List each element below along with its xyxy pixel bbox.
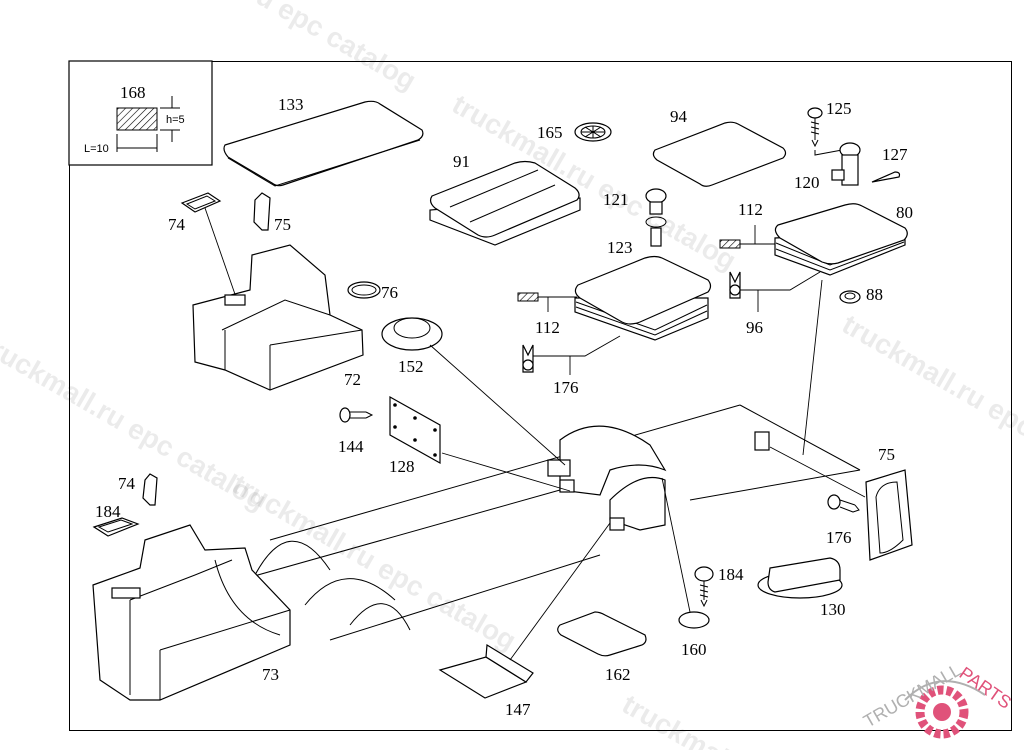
part-label: 147 — [505, 700, 531, 719]
watermark: truckmall — [617, 688, 740, 750]
part-75-upper: 75 — [253, 192, 291, 234]
part-label: 112 — [738, 200, 763, 219]
part-127: 127 — [871, 145, 908, 183]
cab-floor-frame — [239, 404, 861, 641]
screw-icon — [339, 407, 351, 423]
screw-icon — [694, 566, 714, 582]
watermark: truckmall.ru epc catalog — [837, 308, 1024, 496]
part-112-right: 112 — [719, 200, 778, 249]
part-88: 123 — [574, 238, 712, 341]
part-133: 133 — [223, 95, 424, 187]
part-125: 125 — [807, 99, 852, 148]
part-label: 152 — [398, 357, 424, 376]
part-label: 121 — [603, 190, 629, 209]
part-label: 144 — [338, 437, 364, 456]
part-91: 91 — [429, 152, 581, 246]
part-label: 75 — [274, 215, 291, 234]
part-147: 147 — [438, 522, 611, 719]
part-label: 112 — [535, 318, 560, 337]
part-128: 75 — [769, 445, 913, 561]
part-label: 75 — [878, 445, 895, 464]
part-162: 162 — [557, 611, 647, 684]
foam-strip-icon — [517, 292, 539, 302]
part-152: 152 — [381, 317, 566, 466]
part-label: 130 — [820, 600, 846, 619]
part-144: 128 — [389, 395, 571, 492]
part-176-upper: 144 — [338, 407, 374, 456]
part-label: 76 — [381, 283, 398, 302]
part-label: 73 — [262, 665, 279, 684]
legend-height: h=5 — [166, 114, 185, 126]
part-label: 165 — [537, 123, 563, 142]
part-label: 184 — [95, 502, 121, 521]
part-label: 162 — [605, 665, 631, 684]
part-label: 72 — [344, 370, 361, 389]
part-label: 128 — [389, 457, 415, 476]
legend-box: 168 h=5 L=10 — [68, 60, 213, 166]
part-73: 73 — [92, 524, 291, 701]
part-label: 96 — [746, 318, 763, 337]
part-label: 133 — [278, 95, 304, 114]
part-label: 123 — [607, 238, 633, 257]
gear-icon — [915, 685, 969, 739]
foam-strip-icon — [719, 239, 741, 249]
part-label: 127 — [882, 145, 908, 164]
part-72: 72 — [192, 244, 364, 391]
part-label: 125 — [826, 99, 852, 118]
part-label: 160 — [681, 640, 707, 659]
part-112-left: 112 — [517, 292, 577, 337]
part-104: 176 — [522, 335, 621, 397]
screw-icon — [827, 494, 841, 510]
diagram-frame — [69, 61, 1012, 731]
part-130: 130 — [757, 557, 846, 619]
legend-part-number: 168 — [120, 83, 146, 102]
part-74-upper: 74 — [168, 192, 238, 301]
part-120: 120 — [794, 142, 861, 192]
part-94: 94 — [652, 107, 787, 187]
part-label: 80 — [896, 203, 913, 222]
part-96: 96 — [729, 271, 821, 337]
part-label: 94 — [670, 107, 688, 126]
part-label: 74 — [168, 215, 186, 234]
part-label: 120 — [794, 173, 820, 192]
part-label: 184 — [718, 565, 744, 584]
part-74-lower: 184 — [92, 502, 140, 537]
part-75-lower: 74 — [118, 473, 158, 506]
part-160: 160 — [661, 477, 710, 659]
part-176-lower: 176 — [826, 494, 860, 547]
part-label: 74 — [118, 474, 136, 493]
part-label: 91 — [453, 152, 470, 171]
part-80: 80 — [774, 203, 913, 276]
part-184: 184 — [694, 565, 744, 608]
part-121: 121 — [603, 188, 667, 247]
part-label: 176 — [826, 528, 852, 547]
part-165: 165 — [537, 122, 612, 142]
part-label: 176 — [553, 378, 579, 397]
part-76: 76 — [347, 281, 398, 302]
legend-length: L=10 — [84, 143, 109, 155]
part-label: 88 — [866, 285, 883, 304]
screw-icon — [807, 107, 823, 119]
part-123: 88 — [839, 285, 883, 304]
truckmall-parts-logo: TRUCKMALL PARTS — [860, 660, 1015, 739]
hatched-strip-icon — [116, 107, 158, 131]
